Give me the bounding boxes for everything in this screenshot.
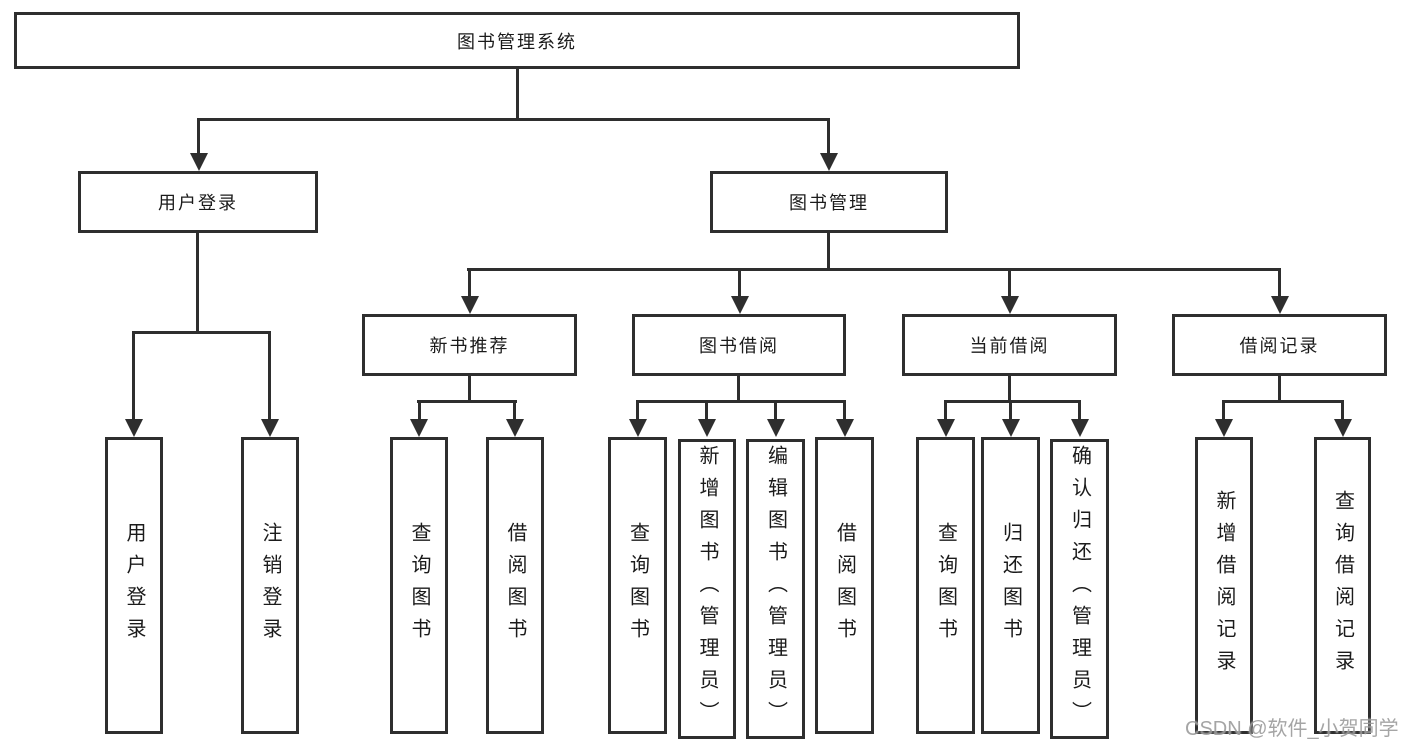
connector-new-book-trunk — [468, 376, 471, 402]
arrowhead-add-book — [698, 419, 716, 437]
connector-stem-query-book-3 — [944, 400, 947, 421]
connector-book-management-trunk — [827, 233, 830, 270]
connector-stem-current-borrowing — [1008, 268, 1011, 299]
connector-stem-logout-leaf — [268, 331, 271, 422]
leaf-borrow-book-2: 借阅图书 — [815, 437, 874, 734]
connector-stem-book-management — [827, 118, 830, 156]
leaf-logout-label: 注销登录 — [259, 521, 281, 650]
connector-stem-return-book — [1009, 400, 1012, 421]
node-user-login: 用户登录 — [78, 171, 318, 233]
csdn-watermark: CSDN @软件_小贺同学 — [1185, 718, 1399, 740]
arrowhead-login-leaf — [125, 419, 143, 437]
leaf-borrow-book-1-label: 借阅图书 — [504, 521, 526, 650]
connector-current-borrowing-trunk — [1008, 376, 1011, 402]
leaf-confirm-return-admin-label: 确认归还（管理员） — [1068, 445, 1091, 733]
connector-stem-borrow-records — [1278, 268, 1281, 299]
connector-new-book-hline — [417, 400, 517, 403]
leaf-add-book-admin: 新增图书（管理员） — [678, 439, 736, 739]
leaf-query-book-1: 查询图书 — [390, 437, 448, 734]
arrowhead-confirm-return — [1071, 419, 1089, 437]
leaf-confirm-return-admin: 确认归还（管理员） — [1050, 439, 1109, 739]
arrowhead-user-login — [190, 153, 208, 171]
leaf-user-login-label: 用户登录 — [123, 521, 145, 650]
leaf-borrow-book-2-label: 借阅图书 — [833, 521, 856, 650]
leaf-return-book-label: 归还图书 — [999, 521, 1022, 650]
connector-borrow-records-trunk — [1278, 376, 1281, 402]
connector-level1-hline — [197, 118, 830, 121]
connector-stem-user-login — [197, 118, 200, 156]
arrowhead-book-management — [820, 153, 838, 171]
arrowhead-edit-book — [767, 419, 785, 437]
connector-stem-add-book — [705, 400, 708, 421]
connector-book-borrowing-hline — [636, 400, 846, 403]
connector-stem-borrow-book-1 — [513, 400, 516, 421]
leaf-add-borrow-record: 新增借阅记录 — [1195, 437, 1253, 734]
connector-stem-login-leaf — [132, 331, 135, 422]
node-book-borrowing: 图书借阅 — [632, 314, 846, 376]
connector-stem-book-borrowing — [738, 268, 741, 299]
arrowhead-add-record — [1215, 419, 1233, 437]
leaf-query-book-3-label: 查询图书 — [934, 521, 957, 650]
arrowhead-logout-leaf — [261, 419, 279, 437]
node-root-label: 图书管理系统 — [457, 31, 577, 52]
arrowhead-borrow-records — [1271, 296, 1289, 314]
connector-level3-hline — [467, 268, 1281, 271]
arrowhead-current-borrowing — [1001, 296, 1019, 314]
connector-stem-confirm-return — [1078, 400, 1081, 421]
leaf-query-book-2: 查询图书 — [608, 437, 667, 734]
arrowhead-new-book — [461, 296, 479, 314]
leaf-query-borrow-record-label: 查询借阅记录 — [1331, 489, 1354, 682]
connector-stem-new-book — [468, 268, 471, 299]
node-new-book-recommend-label: 新书推荐 — [429, 336, 510, 356]
leaf-query-book-3: 查询图书 — [916, 437, 975, 734]
connector-stem-query-book-1 — [418, 400, 421, 421]
connector-book-borrowing-trunk — [737, 376, 740, 402]
node-user-login-label: 用户登录 — [158, 193, 238, 213]
connector-root-trunk — [516, 69, 519, 120]
arrowhead-borrow-book-2 — [836, 419, 854, 437]
leaf-query-borrow-record: 查询借阅记录 — [1314, 437, 1371, 734]
leaf-borrow-book-1: 借阅图书 — [486, 437, 544, 734]
node-root: 图书管理系统 — [14, 12, 1020, 69]
connector-current-borrowing-hline — [944, 400, 1081, 403]
arrowhead-book-borrowing — [731, 296, 749, 314]
leaf-edit-book-admin-label: 编辑图书（管理员） — [764, 445, 787, 733]
connector-stem-query-record — [1341, 400, 1344, 421]
leaf-add-book-admin-label: 新增图书（管理员） — [696, 445, 718, 733]
node-book-management-label: 图书管理 — [789, 193, 869, 213]
arrowhead-return-book — [1002, 419, 1020, 437]
connector-user-login-trunk — [196, 233, 199, 333]
leaf-user-login: 用户登录 — [105, 437, 163, 734]
node-current-borrowing: 当前借阅 — [902, 314, 1117, 376]
leaf-query-book-1-label: 查询图书 — [408, 521, 430, 650]
leaf-return-book: 归还图书 — [981, 437, 1040, 734]
arrowhead-query-record — [1334, 419, 1352, 437]
node-current-borrowing-label: 当前借阅 — [969, 336, 1050, 356]
connector-borrow-records-hline — [1222, 400, 1344, 403]
arrowhead-query-book-1 — [410, 419, 428, 437]
node-book-borrowing-label: 图书借阅 — [699, 336, 779, 356]
connector-stem-query-book-2 — [636, 400, 639, 421]
node-book-management: 图书管理 — [710, 171, 948, 233]
connector-stem-add-record — [1222, 400, 1225, 421]
node-new-book-recommend: 新书推荐 — [362, 314, 577, 376]
leaf-edit-book-admin: 编辑图书（管理员） — [746, 439, 805, 739]
connector-stem-borrow-book-2 — [843, 400, 846, 421]
connector-stem-edit-book — [774, 400, 777, 421]
leaf-query-book-2-label: 查询图书 — [626, 521, 649, 650]
arrowhead-borrow-book-1 — [506, 419, 524, 437]
node-borrow-records-label: 借阅记录 — [1239, 336, 1320, 356]
arrowhead-query-book-2 — [629, 419, 647, 437]
leaf-add-borrow-record-label: 新增借阅记录 — [1213, 489, 1235, 682]
node-borrow-records: 借阅记录 — [1172, 314, 1387, 376]
leaf-logout: 注销登录 — [241, 437, 299, 734]
connector-user-login-hline — [132, 331, 271, 334]
arrowhead-query-book-3 — [937, 419, 955, 437]
